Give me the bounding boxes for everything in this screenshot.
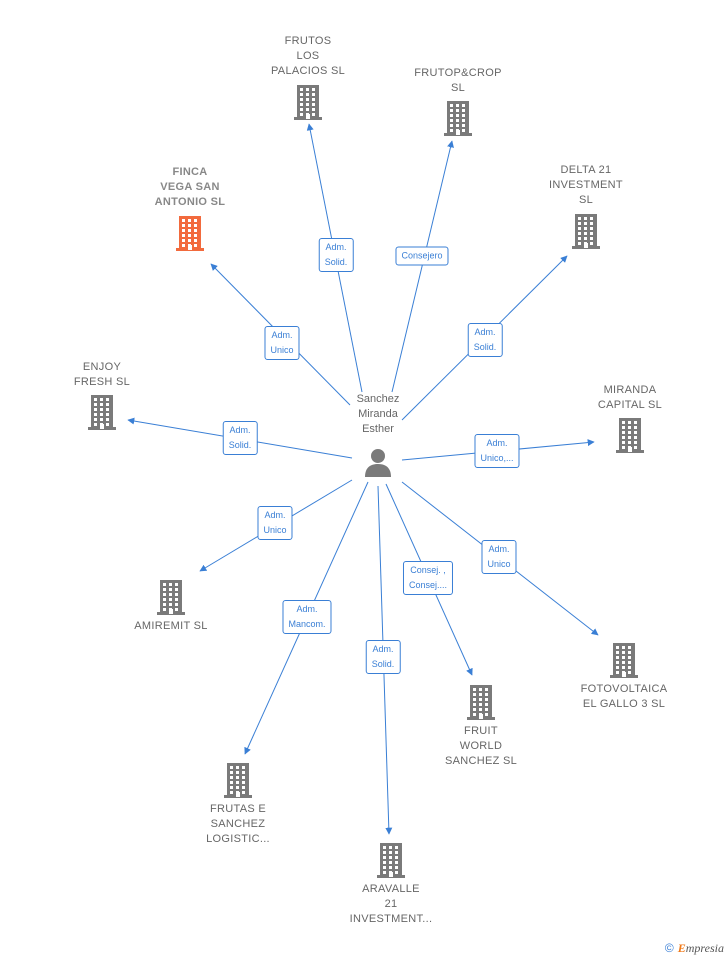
copyright-icon: © xyxy=(664,941,674,955)
person-icon xyxy=(365,449,391,477)
building-icon xyxy=(610,643,638,678)
building-icon xyxy=(467,685,495,720)
brand-initial: E xyxy=(677,941,686,955)
company-name[interactable]: FRUTOP&CROP SL xyxy=(414,67,502,94)
company-name[interactable]: MIRANDA CAPITAL SL xyxy=(597,384,663,411)
edge-role-label[interactable]: Adm. Unico xyxy=(257,506,293,540)
company-name[interactable]: FOTOVOLTAICA EL GALLO 3 SL xyxy=(580,683,668,710)
company-name[interactable]: FINCA VEGA SAN ANTONIO SL xyxy=(154,166,226,208)
edge-role-label[interactable]: Adm. Mancom. xyxy=(282,600,332,634)
edge-role-label[interactable]: Adm. Solid. xyxy=(365,640,401,674)
edge-role-label[interactable]: Adm. Unico xyxy=(481,540,517,574)
edge-role-label[interactable]: Adm. Unico,... xyxy=(474,434,520,468)
building-icon xyxy=(157,580,185,615)
building-icon xyxy=(616,418,644,453)
center-person-name: Sanchez Miranda Esther xyxy=(356,393,400,435)
company-name[interactable]: ENJOY FRESH SL xyxy=(73,361,131,388)
company-name[interactable]: FRUTOS LOS PALACIOS SL xyxy=(270,35,346,77)
edge-role-label[interactable]: Consej. , Consej.... xyxy=(402,561,454,595)
company-name[interactable]: ARAVALLE 21 INVESTMENT... xyxy=(349,883,433,925)
edge-role-label[interactable]: Adm. Solid. xyxy=(318,238,354,272)
edge-role-label[interactable]: Adm. Unico xyxy=(264,326,300,360)
edge-role-label[interactable]: Adm. Solid. xyxy=(222,421,258,455)
building-icon xyxy=(224,763,252,798)
brand-footer: ©Empresia xyxy=(665,941,724,956)
company-name[interactable]: FRUIT WORLD SANCHEZ SL xyxy=(444,725,518,767)
building-icon xyxy=(176,216,204,251)
building-icon xyxy=(377,843,405,878)
edge-role-label[interactable]: Adm. Solid. xyxy=(467,323,503,357)
building-icon xyxy=(444,101,472,136)
company-name[interactable]: FRUTAS E SANCHEZ LOGISTIC... xyxy=(206,803,270,845)
edge-frutop-crop xyxy=(391,140,454,393)
building-icon xyxy=(294,85,322,120)
building-icon xyxy=(88,395,116,430)
company-name[interactable]: AMIREMIT SL xyxy=(134,620,208,632)
company-name[interactable]: DELTA 21 INVESTMENT SL xyxy=(549,164,623,206)
building-icon xyxy=(572,214,600,249)
edge-role-label[interactable]: Consejero xyxy=(395,246,449,266)
brand-name: mpresia xyxy=(685,941,724,955)
